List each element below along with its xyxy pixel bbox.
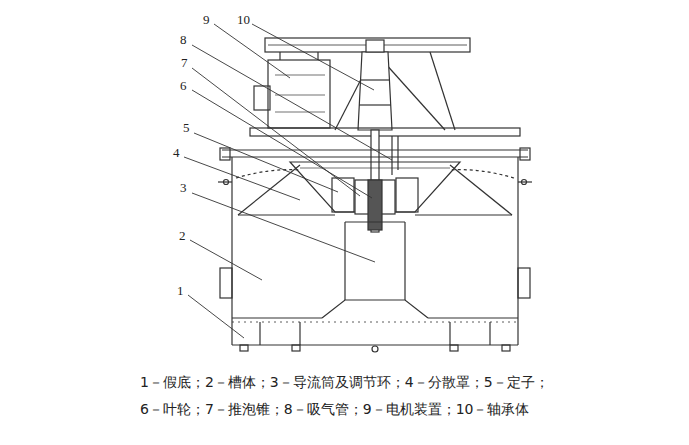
callout-number: 8 xyxy=(180,33,187,47)
callout-number: 4 xyxy=(173,146,180,160)
callout-number: 7 xyxy=(181,56,188,70)
callout-number: 9 xyxy=(203,13,210,27)
caption-key-line: 1－假底；2－槽体；3－导流筒及调节环；4－分散罩；5－定子； xyxy=(140,375,549,390)
callout-number: 6 xyxy=(180,79,187,93)
callout-number: 1 xyxy=(177,284,184,298)
callout-number: 2 xyxy=(179,229,186,243)
callout-number: 3 xyxy=(180,181,187,195)
callout-number: 5 xyxy=(183,121,190,135)
caption-key-line: 6－叶轮；7－推泡锥；8－吸气管；9－电机装置；10－轴承体 xyxy=(140,402,529,417)
callout-number: 10 xyxy=(237,13,250,27)
